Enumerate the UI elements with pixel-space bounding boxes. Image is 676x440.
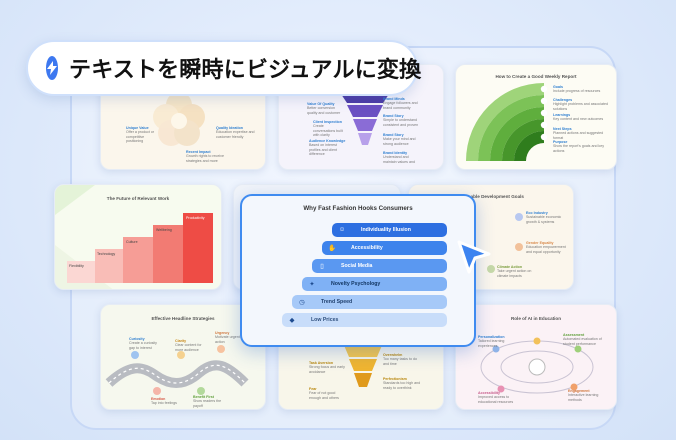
road-diagram (105, 345, 249, 395)
featured-template-card[interactable]: Why Fast Fashion Hooks Consumers ☺ Indiv… (240, 194, 476, 347)
lightning-icon (46, 56, 58, 80)
green-arc-diagram (466, 83, 548, 161)
phone-icon: ▯ (320, 262, 324, 270)
template-card-relevant-work[interactable]: The Future of Relevant Work Flexibility … (54, 184, 222, 290)
step-novelty-psychology: ✦ Novelty Psychology (302, 277, 447, 291)
dev-goals-diagram (487, 213, 523, 273)
clock-icon: ◷ (299, 298, 305, 306)
hand-icon: ✋ (327, 244, 337, 252)
headline-title: Effective Headline Strategies (151, 316, 215, 321)
headline-banner: テキストを瞬時にビジュアルに変換 (26, 40, 422, 96)
banner-text: テキストを瞬時にビジュアルに変換 (69, 57, 422, 82)
step-individuality-illusion: ☺ Individuality Illusion (332, 223, 447, 237)
tag-icon: ◆ (289, 316, 295, 324)
step-low-prices: ◆ Low Prices (282, 313, 447, 327)
stair-chart (67, 213, 213, 283)
yellow-funnel-diagram (343, 343, 383, 387)
step-accessibility: ✋ Accessibility (322, 241, 447, 255)
sparkle-icon: ✦ (309, 280, 315, 288)
step-social-media: ▯ Social Media (312, 259, 447, 273)
ai-education-title: Role of AI in Education (510, 316, 562, 321)
weekly-report-title: How to Create a Good Weekly Report (495, 74, 577, 79)
cursor-arrow-icon (457, 240, 491, 274)
orbit-diagram (480, 337, 594, 394)
mask-icon: ☺ (338, 226, 346, 234)
flower-diagram (153, 92, 205, 146)
featured-title: Why Fast Fashion Hooks Consumers (303, 205, 413, 212)
step-trend-speed: ◷ Trend Speed (292, 295, 447, 309)
relevant-work-title: The Future of Relevant Work (106, 196, 170, 201)
dev-goals-title: Sustainable Development Goals (454, 194, 524, 199)
template-card-weekly-report[interactable]: How to Create a Good Weekly Report Goals… (455, 64, 617, 170)
